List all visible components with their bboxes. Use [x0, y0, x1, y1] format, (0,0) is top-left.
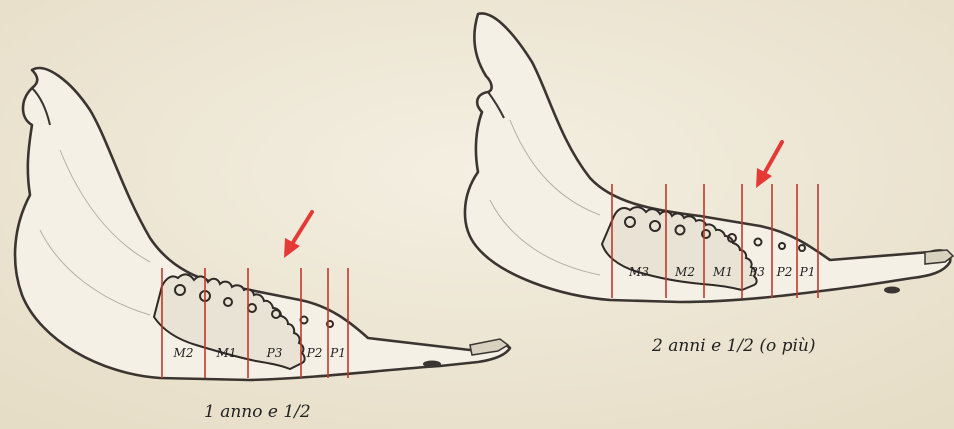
- caption-left: 1 anno e 1/2: [204, 402, 311, 422]
- tooth-label-m3: M3: [628, 265, 649, 279]
- tooth-label-m2: M2: [674, 265, 695, 279]
- tooth-label-p1: P1: [329, 346, 346, 360]
- mandible-right-foramen: [884, 287, 900, 294]
- tooth-label-m2: M2: [173, 346, 194, 360]
- tooth-label-p1: P1: [799, 265, 816, 279]
- tooth-label-p2: P2: [776, 265, 793, 279]
- tooth-label-p2: P2: [306, 346, 323, 360]
- mandible-left-foramen: [423, 361, 441, 368]
- tooth-label-p3: P3: [748, 265, 765, 279]
- tooth-label-m1: M1: [712, 265, 733, 279]
- caption-right: 2 anni e 1/2 (o più): [652, 336, 816, 356]
- tooth-label-p3: P3: [266, 346, 283, 360]
- tooth-label-m1: M1: [216, 346, 237, 360]
